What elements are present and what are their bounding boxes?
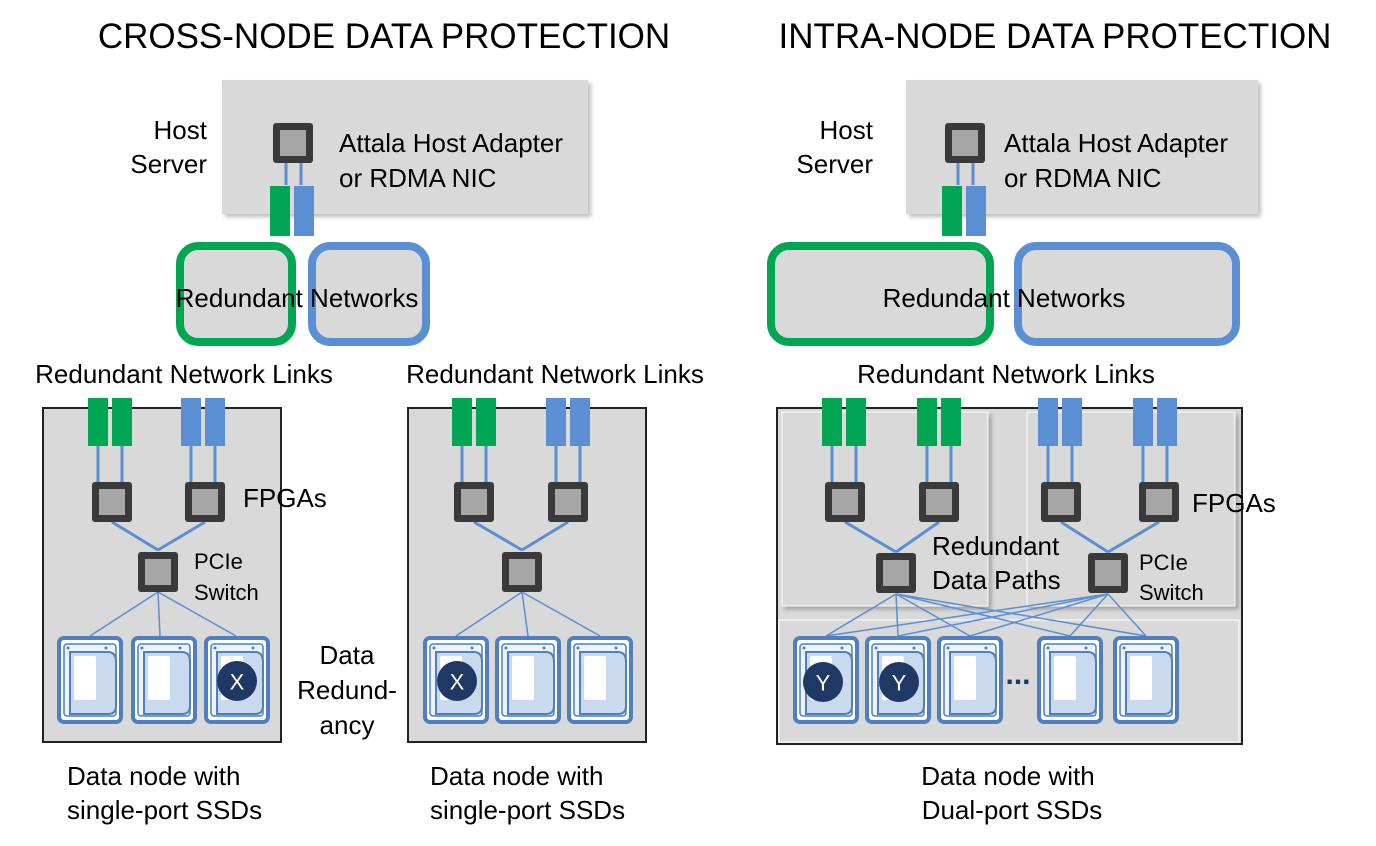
failed-mark-x: X — [450, 670, 465, 695]
pcie-label: PCIe — [1139, 550, 1188, 575]
dual-node-caption-1: Data node with — [921, 761, 1094, 791]
node-a-caption-1: Data node with — [67, 761, 240, 791]
blue-port-icon — [966, 186, 986, 236]
data-node-dual-port: FPGAs Redundant Data Paths PCIe Switch .… — [776, 398, 1276, 745]
blue-port-icon — [294, 186, 314, 236]
fpga-chip-icon — [825, 482, 865, 522]
cross-node-title: CROSS-NODE DATA PROTECTION — [98, 17, 670, 56]
host-label: Host — [820, 115, 874, 145]
ssd-icon — [131, 636, 197, 724]
intra-node-section: INTRA-NODE DATA PROTECTION Host Server A… — [767, 17, 1332, 825]
ssd-icon — [57, 636, 123, 724]
fpga-chip-icon — [92, 482, 132, 522]
ssd-icon — [937, 636, 1003, 724]
fpgas-label: FPGAs — [243, 483, 327, 513]
fpga-chip-icon — [1139, 482, 1179, 522]
pcie-switch-chip-icon — [502, 552, 542, 592]
server-label: Server — [130, 149, 207, 179]
pcie-switch-chip-icon — [876, 553, 916, 593]
data-node-a: FPGAs PCIe Switch X — [42, 398, 327, 743]
blue-network — [1014, 242, 1240, 346]
green-network — [176, 242, 296, 346]
host-label: Host — [154, 115, 208, 145]
failed-ssd-marker — [437, 661, 477, 701]
failed-ssd-marker — [803, 662, 843, 702]
data-redundancy-line3: ancy — [320, 710, 375, 740]
node-b-caption-1: Data node with — [430, 761, 603, 791]
failed-mark-x: X — [230, 670, 245, 695]
data-redundancy-line1: Data — [320, 640, 375, 670]
pcie-switch-chip-icon — [1088, 553, 1128, 593]
fpga-chip-icon — [548, 482, 588, 522]
ssd-icon — [1037, 636, 1103, 724]
blue-network — [308, 242, 430, 346]
links-label-a: Redundant Network Links — [35, 359, 333, 389]
more-ssds-ellipsis: ... — [1005, 658, 1030, 691]
fpga-chip-icon — [185, 482, 225, 522]
pcie-label: PCIe — [194, 549, 243, 574]
failed-ssd-marker — [217, 661, 257, 701]
dual-node-caption-2: Dual-port SSDs — [922, 795, 1103, 825]
fpga-chip-icon — [454, 482, 494, 522]
ssd-icon — [1113, 636, 1179, 724]
redundant-paths-line1: Redundant — [932, 531, 1060, 561]
links-label-b: Redundant Network Links — [406, 359, 704, 389]
failed-ssd-marker — [879, 662, 919, 702]
adapter-label: Attala Host Adapter — [339, 128, 563, 158]
data-redundancy-line2: Redund- — [297, 675, 397, 705]
green-port-icon — [270, 186, 290, 236]
failed-mark-y: Y — [816, 671, 831, 696]
switch-label: Switch — [1139, 580, 1204, 605]
node-a-caption-2: single-port SSDs — [67, 795, 262, 825]
ssd-icon — [567, 636, 633, 724]
node-b-caption-2: single-port SSDs — [430, 795, 625, 825]
switch-label: Switch — [194, 580, 259, 605]
ssd-icon — [495, 636, 561, 724]
fpga-chip-icon — [919, 482, 959, 522]
green-port-icon — [942, 186, 962, 236]
adapter-label: Attala Host Adapter — [1004, 128, 1228, 158]
pcie-switch-chip-icon — [138, 552, 178, 592]
networks-label: Redundant Networks — [176, 283, 419, 313]
server-label: Server — [796, 149, 873, 179]
rdma-label: or RDMA NIC — [1004, 163, 1161, 193]
rdma-label: or RDMA NIC — [339, 163, 496, 193]
fpgas-label: FPGAs — [1192, 488, 1276, 518]
green-network — [767, 242, 994, 346]
cross-node-section: CROSS-NODE DATA PROTECTION Host Server A… — [35, 17, 704, 825]
networks-label: Redundant Networks — [883, 283, 1126, 313]
data-node-b: X — [407, 398, 647, 743]
host-adapter-chip-icon — [945, 123, 985, 163]
fpga-chip-icon — [1041, 482, 1081, 522]
host-adapter-chip-icon — [273, 123, 313, 163]
intra-node-title: INTRA-NODE DATA PROTECTION — [779, 17, 1332, 56]
failed-mark-y: Y — [892, 671, 907, 696]
links-label: Redundant Network Links — [857, 359, 1155, 389]
redundant-paths-line2: Data Paths — [932, 565, 1061, 595]
